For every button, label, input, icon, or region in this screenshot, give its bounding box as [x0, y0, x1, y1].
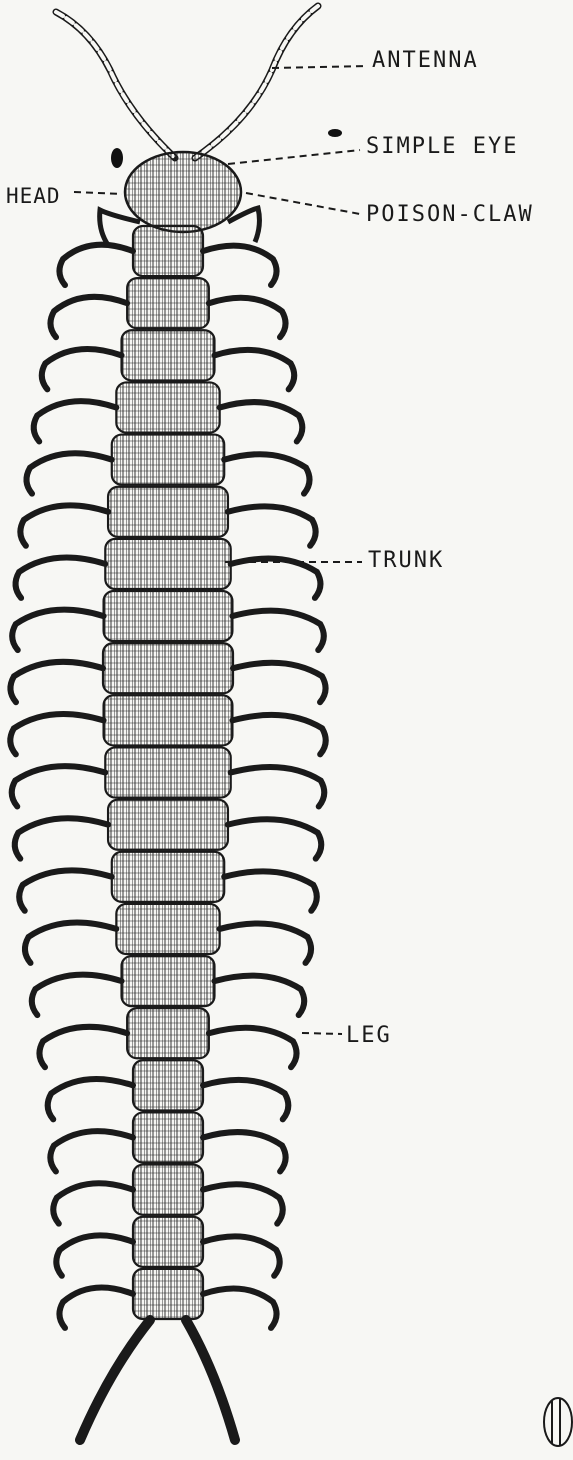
- antenna-leader: [272, 66, 366, 68]
- right-leg: [228, 819, 321, 858]
- right-leg: [214, 976, 304, 1015]
- left-leg: [34, 401, 117, 441]
- trunk-segment: [103, 643, 233, 693]
- trunk-segment: [122, 330, 215, 380]
- left-leg: [15, 818, 108, 858]
- left-leg: [20, 505, 108, 545]
- right-hind-leg: [186, 1320, 235, 1440]
- right-simple-eye: [328, 129, 342, 137]
- trunk-segment: [127, 1008, 209, 1058]
- trunk-segment: [133, 1269, 203, 1319]
- trunk-segment: [104, 591, 233, 641]
- left-leg: [19, 870, 112, 910]
- left-leg: [12, 766, 106, 806]
- trunk-segment: [112, 852, 224, 902]
- trunk-segment: [122, 956, 215, 1006]
- trunk-segment: [105, 539, 230, 589]
- left-leg: [39, 1027, 127, 1067]
- left-leg: [10, 662, 103, 702]
- right-leg: [203, 1132, 286, 1171]
- poison-claw-leader: [246, 193, 360, 214]
- right-leg: [220, 923, 311, 962]
- trunk-segment: [112, 435, 224, 485]
- right-leg: [233, 663, 326, 702]
- right-leg: [232, 715, 325, 754]
- label-poison-claw: POISON-CLAW: [366, 202, 534, 227]
- label-head: HEAD: [6, 184, 61, 208]
- right-leg: [224, 454, 309, 493]
- right-leg: [220, 402, 303, 441]
- page-corner-mark: [544, 1398, 572, 1446]
- trunk-segment: [133, 1112, 203, 1162]
- trunk-segment: [108, 800, 228, 850]
- right-leg: [232, 611, 323, 650]
- right-leg: [214, 350, 294, 389]
- left-leg: [50, 1131, 133, 1171]
- left-leg: [10, 714, 103, 754]
- trunk-segment: [116, 382, 219, 432]
- label-trunk: TRUNK: [368, 548, 444, 573]
- trunk-segment: [104, 695, 233, 745]
- right-leg: [231, 767, 325, 806]
- left-leg: [26, 453, 111, 493]
- right-leg: [209, 1028, 297, 1067]
- left-leg: [42, 349, 122, 389]
- left-leg: [56, 1235, 133, 1275]
- simple-eye-leader: [228, 150, 360, 164]
- left-leg: [53, 1183, 133, 1223]
- trunk-segment: [108, 487, 228, 537]
- trunk-segment: [133, 226, 203, 276]
- left-hind-leg: [80, 1320, 150, 1440]
- left-leg: [48, 1079, 133, 1119]
- left-simple-eye: [111, 148, 123, 168]
- label-leg: LEG: [346, 1023, 392, 1048]
- right-leg: [203, 1288, 277, 1327]
- trunk-segment: [133, 1165, 203, 1215]
- antennae: [56, 6, 318, 158]
- right-antenna: [195, 6, 318, 158]
- left-leg: [32, 975, 122, 1015]
- right-leg: [231, 558, 321, 597]
- head-leader: [74, 192, 122, 194]
- right-leg: [203, 1184, 283, 1223]
- trunk-segment: [105, 747, 230, 797]
- left-leg: [25, 923, 116, 963]
- trunk-segment: [116, 904, 219, 954]
- trunk-segment: [133, 1060, 203, 1110]
- left-leg: [59, 245, 133, 285]
- left-leg: [59, 1288, 133, 1328]
- left-leg: [50, 297, 127, 337]
- right-leg: [209, 298, 286, 337]
- right-leg: [203, 1080, 288, 1119]
- right-antenna-inner: [195, 6, 318, 158]
- left-leg: [12, 610, 103, 650]
- leg-leader: [302, 1033, 342, 1034]
- left-leg: [16, 558, 106, 598]
- trunk: [103, 226, 233, 1319]
- label-simple-eye: SIMPLE EYE: [366, 134, 518, 159]
- right-leg: [224, 871, 317, 910]
- label-antenna: ANTENNA: [372, 48, 479, 73]
- right-leg: [203, 1236, 280, 1275]
- right-leg: [203, 246, 277, 285]
- trunk-segment: [127, 278, 209, 328]
- right-leg: [228, 506, 316, 545]
- trunk-segment: [133, 1217, 203, 1267]
